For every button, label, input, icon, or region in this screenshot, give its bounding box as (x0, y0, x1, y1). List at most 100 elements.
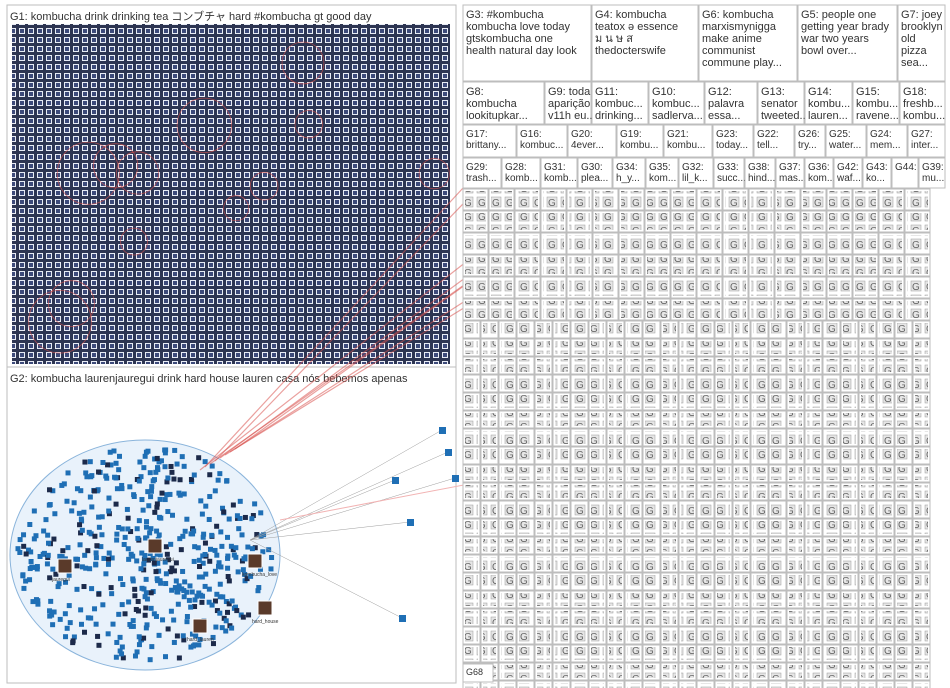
node[interactable] (207, 494, 213, 500)
node[interactable] (56, 581, 62, 587)
node[interactable] (228, 543, 234, 549)
node[interactable] (57, 553, 63, 559)
node[interactable] (124, 506, 130, 512)
node[interactable] (35, 601, 41, 607)
node[interactable] (172, 585, 178, 591)
node[interactable] (121, 541, 127, 547)
node[interactable] (48, 598, 54, 604)
node[interactable] (240, 567, 246, 573)
node[interactable] (196, 557, 202, 563)
node[interactable] (130, 553, 136, 559)
node[interactable] (169, 587, 175, 593)
node[interactable] (59, 482, 65, 488)
node[interactable] (87, 459, 93, 465)
node[interactable] (182, 579, 188, 585)
node[interactable] (96, 469, 102, 475)
node[interactable] (241, 556, 247, 562)
node[interactable] (202, 459, 208, 465)
node[interactable] (240, 614, 246, 620)
node[interactable] (226, 516, 232, 522)
node[interactable] (153, 469, 159, 475)
node[interactable] (173, 560, 179, 566)
node[interactable] (96, 514, 102, 520)
node[interactable] (392, 477, 399, 484)
node[interactable] (196, 642, 202, 648)
node[interactable] (85, 548, 91, 554)
node[interactable] (132, 653, 138, 659)
node[interactable] (175, 601, 181, 607)
node[interactable] (150, 478, 156, 484)
node[interactable] (181, 588, 187, 594)
node[interactable] (106, 508, 112, 514)
node[interactable] (73, 556, 79, 562)
node[interactable] (192, 544, 198, 550)
node[interactable] (105, 462, 111, 468)
node[interactable] (45, 552, 51, 558)
hub-node[interactable] (57, 558, 73, 574)
node[interactable] (47, 487, 53, 493)
node[interactable] (221, 509, 227, 515)
node[interactable] (46, 502, 52, 508)
node[interactable] (78, 488, 84, 494)
node[interactable] (136, 518, 142, 524)
node[interactable] (27, 521, 33, 527)
node[interactable] (184, 619, 190, 625)
node[interactable] (188, 604, 194, 610)
node[interactable] (25, 547, 31, 553)
node[interactable] (196, 574, 202, 580)
node[interactable] (134, 558, 140, 564)
node[interactable] (236, 526, 242, 532)
node[interactable] (92, 606, 98, 612)
node[interactable] (74, 563, 80, 569)
node[interactable] (82, 459, 88, 465)
node[interactable] (212, 568, 218, 574)
node[interactable] (248, 573, 254, 579)
node[interactable] (174, 461, 180, 467)
node[interactable] (180, 533, 186, 539)
node[interactable] (78, 530, 84, 536)
node[interactable] (199, 511, 205, 517)
node[interactable] (167, 491, 173, 497)
node[interactable] (155, 560, 161, 566)
node[interactable] (57, 616, 63, 622)
node[interactable] (79, 564, 85, 570)
node[interactable] (224, 478, 230, 484)
node[interactable] (141, 635, 147, 641)
node[interactable] (82, 629, 88, 635)
node[interactable] (119, 482, 125, 488)
node[interactable] (230, 547, 236, 553)
node[interactable] (163, 571, 169, 577)
node[interactable] (139, 585, 145, 591)
node[interactable] (148, 605, 154, 611)
node[interactable] (125, 546, 131, 552)
node[interactable] (182, 528, 188, 534)
node[interactable] (167, 569, 173, 575)
node[interactable] (233, 554, 239, 560)
node[interactable] (218, 529, 224, 535)
node[interactable] (209, 602, 215, 608)
node[interactable] (91, 488, 97, 494)
node[interactable] (207, 472, 213, 478)
node[interactable] (217, 471, 223, 477)
node[interactable] (156, 568, 162, 574)
node[interactable] (84, 474, 90, 480)
node[interactable] (168, 541, 174, 547)
node[interactable] (47, 575, 53, 581)
node[interactable] (141, 465, 147, 471)
node[interactable] (23, 578, 29, 584)
node[interactable] (196, 590, 202, 596)
node[interactable] (143, 576, 149, 582)
node[interactable] (149, 484, 155, 490)
node[interactable] (144, 622, 150, 628)
node[interactable] (77, 542, 83, 548)
node[interactable] (206, 599, 212, 605)
node[interactable] (30, 564, 36, 570)
node[interactable] (45, 532, 51, 538)
node[interactable] (89, 473, 95, 479)
node[interactable] (269, 555, 275, 561)
node[interactable] (89, 586, 95, 592)
node[interactable] (225, 565, 231, 571)
node[interactable] (439, 427, 446, 434)
node[interactable] (200, 593, 206, 599)
node[interactable] (157, 496, 163, 502)
